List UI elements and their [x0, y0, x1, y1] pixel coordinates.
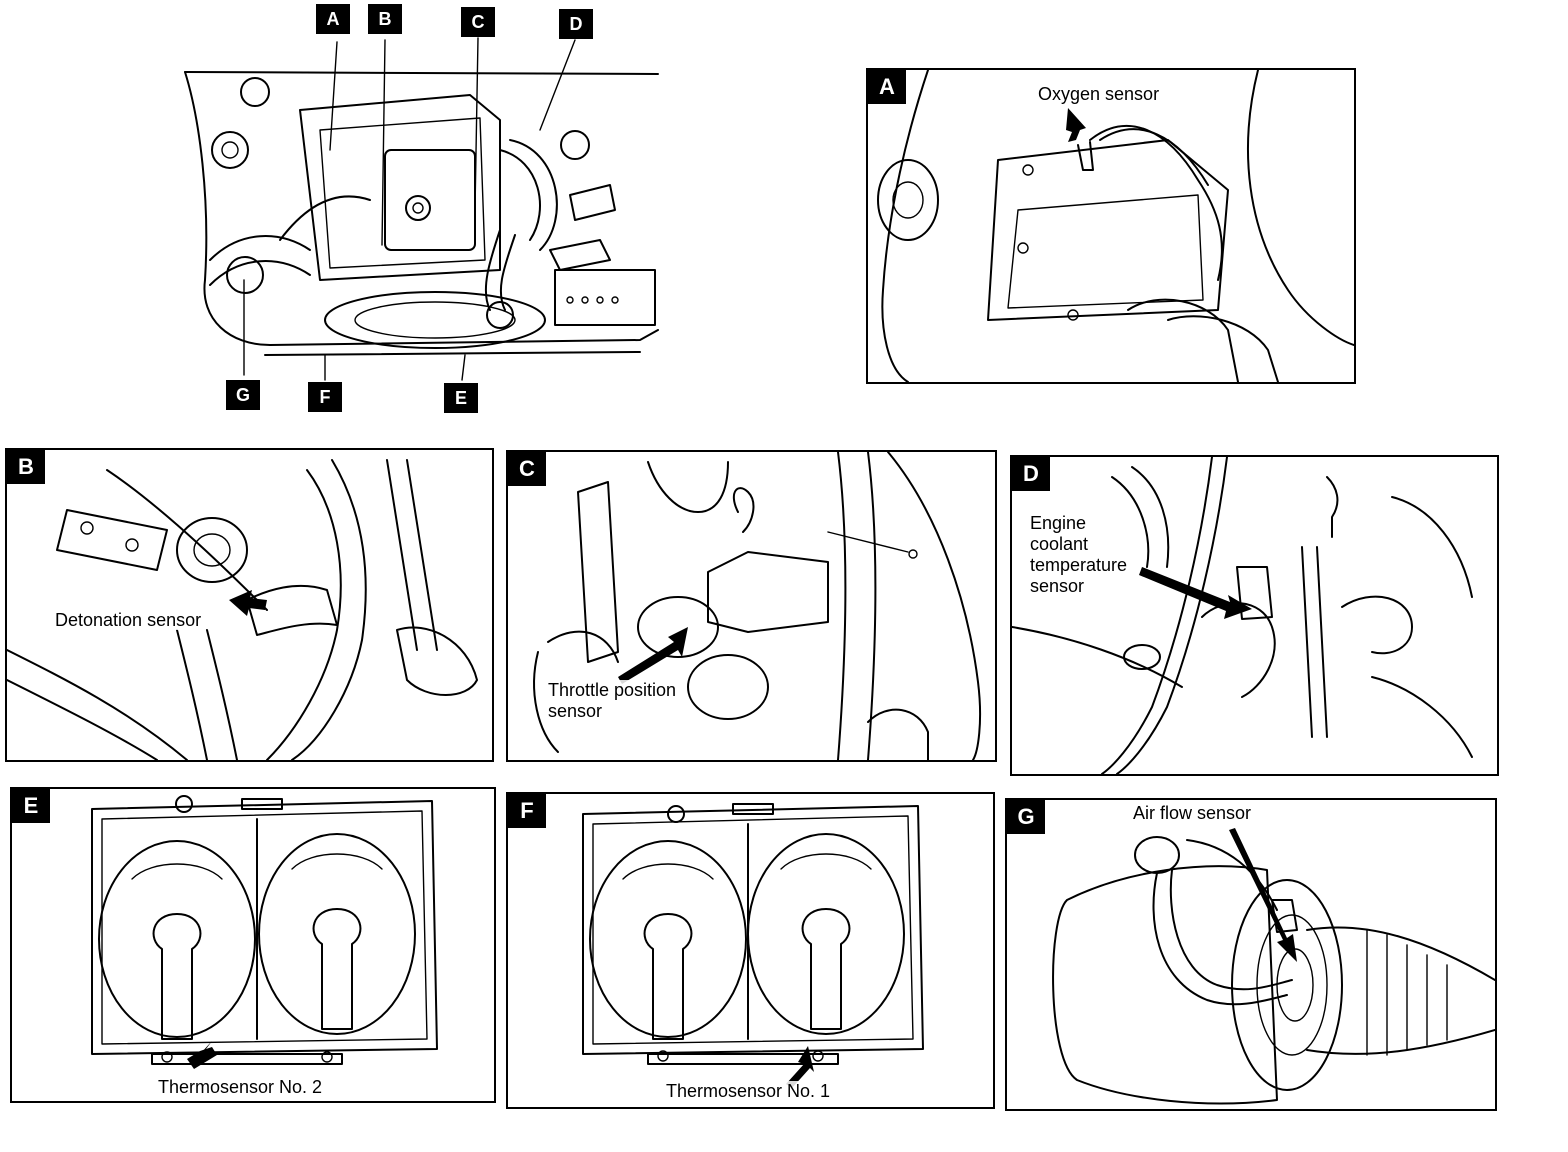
panel-b-drawing	[7, 459, 478, 760]
overview-callout-b: B	[368, 4, 402, 34]
panel-b-badge: B	[7, 450, 45, 484]
panel-a-label: Oxygen sensor	[1036, 84, 1162, 104]
panel-f-thermosensor-1: F Thermosensor No. 1	[506, 792, 995, 1109]
panel-d-label-line4: sensor	[1028, 576, 1087, 596]
panel-f-drawing	[582, 803, 924, 1088]
panel-e-thermosensor-2: E Thermosensor No. 2	[10, 787, 496, 1103]
overview-callout-g: G	[226, 380, 260, 410]
panel-g-air-flow-sensor: G Air flow sensor	[1005, 798, 1497, 1111]
panel-e-drawing	[91, 795, 438, 1069]
panel-d-coolant-temperature-sensor: D Engine coolant temperature sensor	[1010, 455, 1499, 776]
panel-e-badge: E	[12, 789, 50, 823]
panel-f-label: Thermosensor No. 1	[664, 1081, 833, 1101]
overview-callout-a: A	[316, 4, 350, 34]
panel-a-drawing	[877, 70, 1354, 382]
panel-e-label: Thermosensor No. 2	[156, 1077, 325, 1097]
panel-g-badge: G	[1007, 800, 1045, 834]
panel-d-label-line2: coolant	[1028, 534, 1091, 554]
panel-f-badge: F	[508, 794, 546, 828]
overview-callout-f: F	[308, 382, 342, 412]
panel-g-drawing	[1052, 828, 1495, 1105]
overview-callout-d: D	[559, 9, 593, 39]
panel-b-detonation-sensor: B Detonation sensor	[5, 448, 494, 762]
panel-b-label: Detonation sensor	[53, 610, 204, 630]
panel-c-throttle-position-sensor: C Throttle position sensor	[506, 450, 997, 762]
panel-d-label-line3: temperature	[1028, 555, 1130, 575]
panel-c-label-line2: sensor	[546, 701, 605, 721]
panel-d-label-line1: Engine	[1028, 513, 1089, 533]
panel-d-badge: D	[1012, 457, 1050, 491]
panel-c-drawing	[533, 452, 982, 760]
panel-c-badge: C	[508, 452, 546, 486]
panel-g-label: Air flow sensor	[1131, 803, 1254, 823]
overview-callout-c: C	[461, 7, 495, 37]
panel-a-badge: A	[868, 70, 906, 104]
overview-callout-e: E	[444, 383, 478, 413]
overview-engine-drawing	[184, 37, 659, 381]
panel-c-label-line1: Throttle position	[546, 680, 679, 700]
panel-a-oxygen-sensor: A Oxygen sensor	[866, 68, 1356, 384]
overview-diagram: A B C D G F E	[170, 0, 670, 420]
panel-d-drawing	[1012, 457, 1473, 774]
